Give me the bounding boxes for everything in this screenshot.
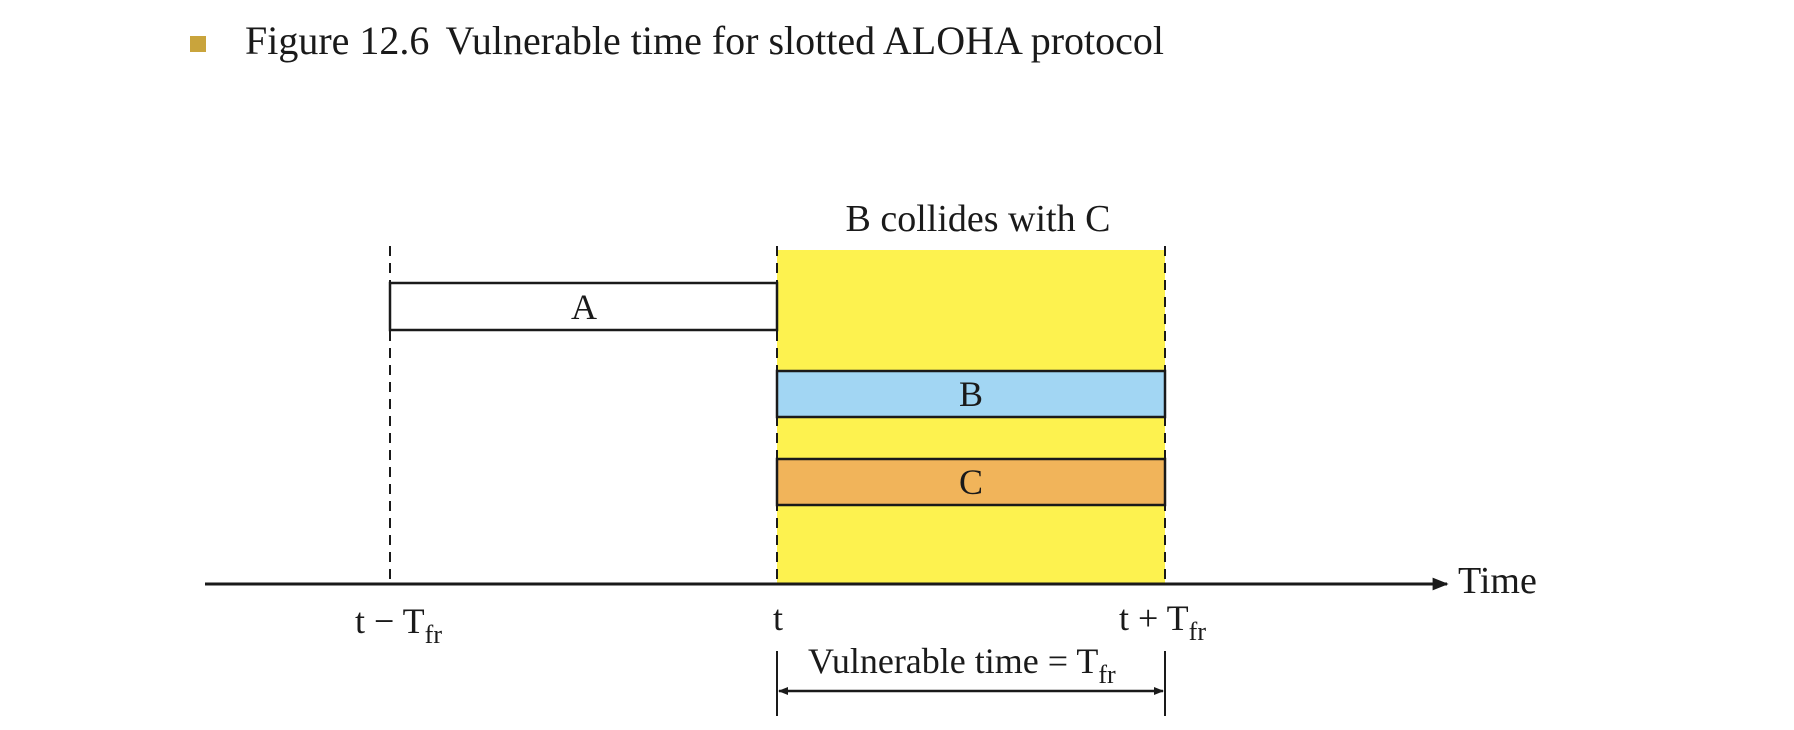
bullet-square (190, 36, 206, 52)
figure-number: Figure 12.6 (245, 18, 430, 63)
tick-label-right-base: t + T (1119, 598, 1189, 638)
frame-a (388, 281, 779, 332)
vulnerable-time-label: Vulnerable time = Tfr (808, 641, 1116, 689)
vulnerable-time-sub: fr (1098, 660, 1116, 689)
time-axis-label: Time (1458, 560, 1537, 602)
tick-label-mid: t (773, 598, 783, 638)
tick-label-right-sub: fr (1189, 617, 1207, 646)
figure-title: Vulnerable time for slotted ALOHA protoc… (445, 18, 1164, 63)
tick-label-left-base: t − T (355, 601, 425, 641)
frame-c-label: C (959, 462, 983, 502)
frame-b-label: B (959, 374, 983, 414)
frame-b (775, 369, 1167, 419)
frame-a-label: A (571, 287, 597, 327)
bullet-marker (190, 36, 206, 52)
collision-label: B collides with C (846, 198, 1111, 240)
frame-c (775, 457, 1167, 507)
tick-label-left: t − Tfr (355, 601, 442, 649)
tick-label-left-sub: fr (425, 620, 443, 649)
vulnerable-time-base: Vulnerable time = T (808, 641, 1098, 681)
tick-label-right: t + Tfr (1119, 598, 1206, 646)
figure-caption: Figure 12.6 Vulnerable time for slotted A… (245, 14, 1164, 68)
